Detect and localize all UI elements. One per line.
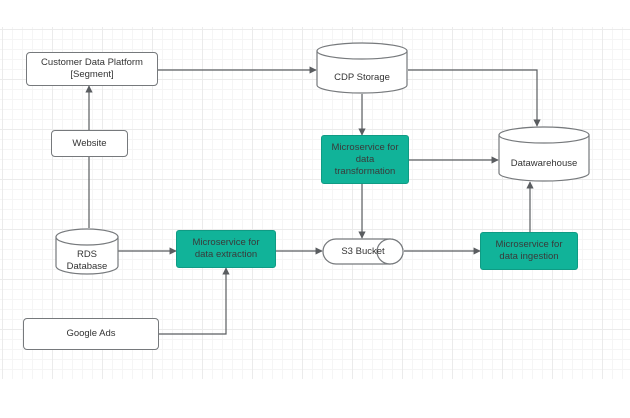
node-label-group: Datawarehouse xyxy=(498,126,590,192)
node-label-line1: Google Ads xyxy=(66,328,116,339)
node-label-line2: [Segment] xyxy=(70,69,114,80)
cylinder-shape xyxy=(316,42,408,94)
node-label-line2: data ingestion xyxy=(499,251,559,262)
node-label-line1: CDP Storage xyxy=(334,72,390,83)
node-label-line1: Customer Data Platform xyxy=(41,57,143,68)
node-s3-bucket[interactable]: S3 Bucket xyxy=(322,238,404,265)
node-microservice-data-transformation[interactable]: Microservice for data transformation xyxy=(321,135,409,184)
edge-googleads-to-extraction xyxy=(159,267,230,335)
node-label-line2: data extraction xyxy=(194,249,258,260)
horizontal-cylinder-shape xyxy=(322,238,404,265)
node-microservice-data-ingestion[interactable]: Microservice for data ingestion xyxy=(480,232,578,270)
node-label-line1: Microservice for xyxy=(495,239,563,250)
node-cdp-storage[interactable]: CDP Storage xyxy=(316,42,408,94)
node-rds-database[interactable]: RDS Database xyxy=(55,228,119,275)
node-label-line1: Microservice for xyxy=(192,237,260,248)
node-label-line1: S3 Bucket xyxy=(341,245,385,257)
node-label-line1: Website xyxy=(72,137,107,149)
node-label-line1: Microservice for xyxy=(331,141,399,153)
node-label-group: Microservice for data transformation xyxy=(331,142,398,178)
node-label-group: CDP Storage xyxy=(316,42,408,104)
edge-cdp-storage-to-datawarehouse xyxy=(408,69,541,127)
node-label-line3: transformation xyxy=(334,165,396,177)
node-website[interactable]: Website xyxy=(51,130,128,157)
node-label-group: Microservice for data ingestion xyxy=(495,239,562,263)
node-label-line1: RDS xyxy=(76,248,98,260)
node-label-line2: data xyxy=(355,153,375,165)
node-label-group: RDS Database xyxy=(55,228,119,284)
node-label-group: Microservice for data extraction xyxy=(192,237,259,261)
node-google-ads[interactable]: Google Ads xyxy=(23,318,159,350)
cylinder-shape xyxy=(55,228,119,275)
node-label-group: Customer Data Platform [Segment] xyxy=(41,57,143,81)
node-datawarehouse[interactable]: Datawarehouse xyxy=(498,126,590,182)
node-label-line2: Database xyxy=(66,260,108,272)
node-label-group: S3 Bucket xyxy=(322,238,424,265)
cylinder-shape xyxy=(498,126,590,182)
node-customer-data-platform[interactable]: Customer Data Platform [Segment] xyxy=(26,52,158,86)
node-microservice-data-extraction[interactable]: Microservice for data extraction xyxy=(176,230,276,268)
node-label-line1: Datawarehouse xyxy=(510,158,578,169)
